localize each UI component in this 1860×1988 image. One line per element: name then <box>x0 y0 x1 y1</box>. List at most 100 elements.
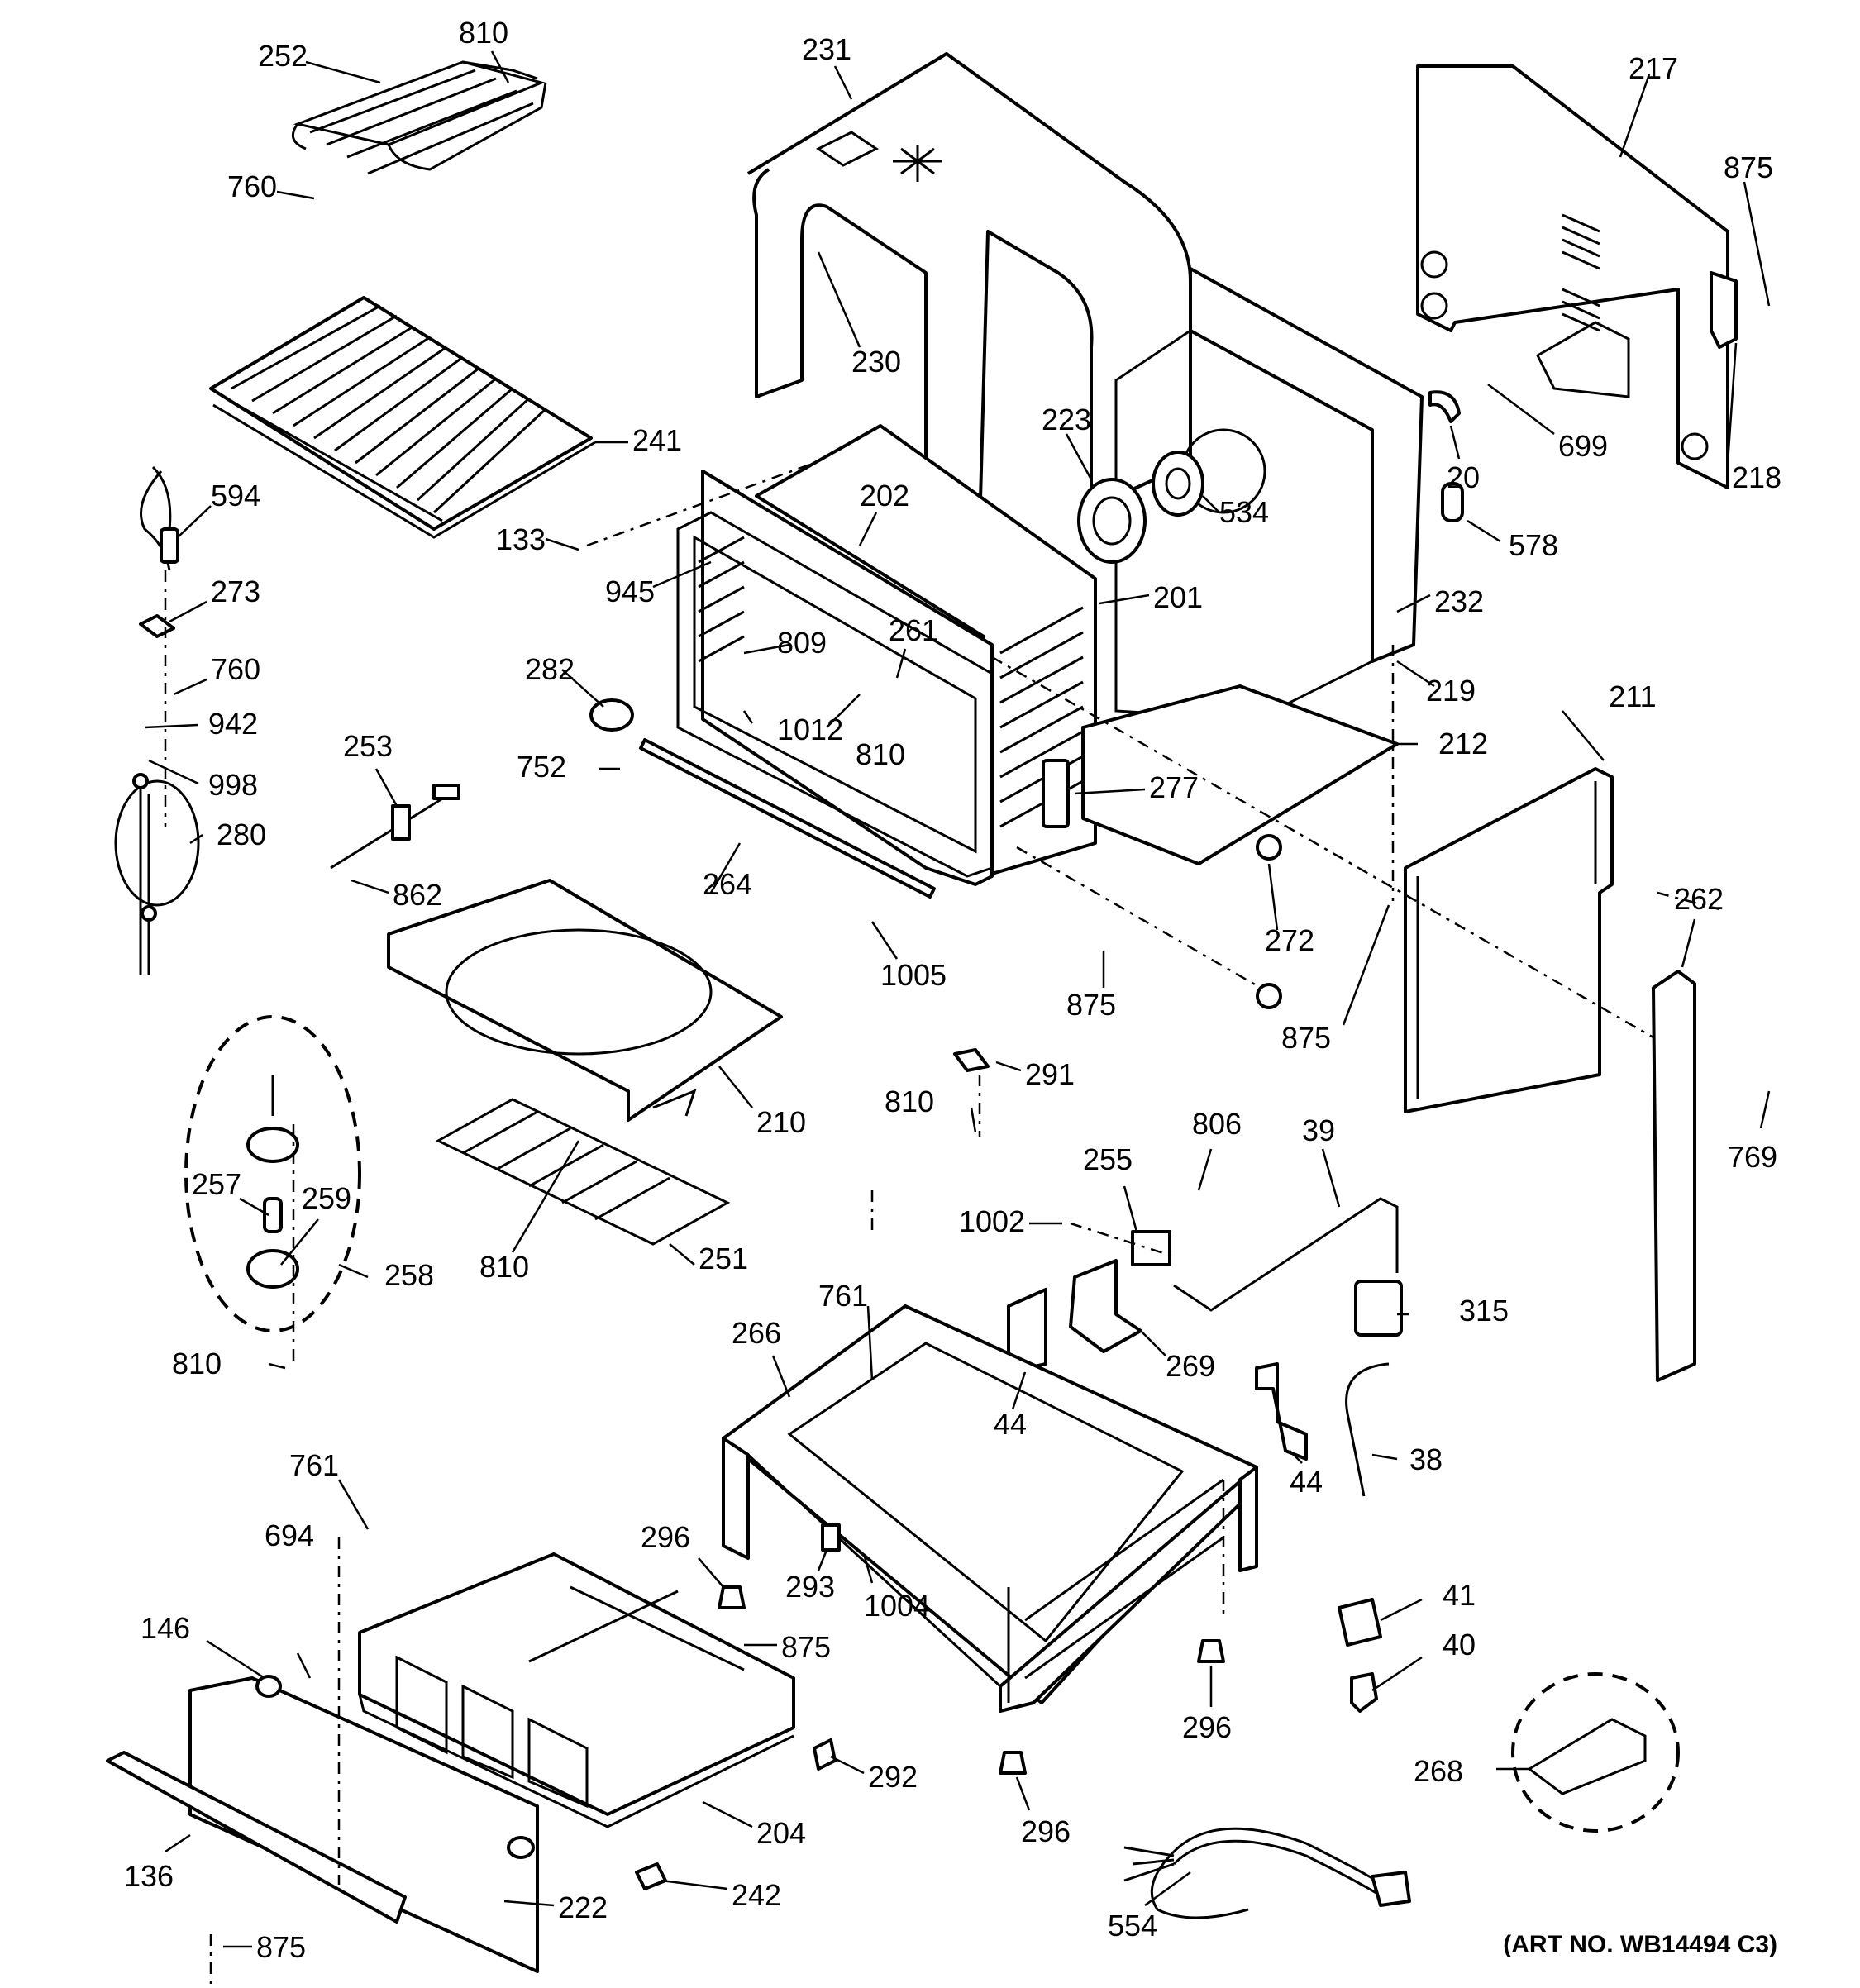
leveler-296a <box>718 1585 746 1609</box>
bracket-218 <box>1710 271 1738 349</box>
callout-label: 269 <box>1166 1349 1215 1383</box>
power-cord <box>1123 1827 1411 1919</box>
rear-panel <box>1416 64 1729 489</box>
leveler-296c <box>999 1751 1027 1775</box>
drawer-handle <box>106 1751 407 1924</box>
callout-label: 578 <box>1509 528 1558 562</box>
bracket-269 <box>1069 1259 1142 1353</box>
callout-label: 223 <box>1042 403 1091 436</box>
callout-label: 1012 <box>777 713 843 746</box>
callout-label: 875 <box>781 1630 831 1664</box>
leader-lines <box>144 50 1771 1948</box>
callout-label: 272 <box>1265 923 1314 957</box>
callout-label: 217 <box>1629 51 1678 85</box>
bracket-44a <box>1007 1288 1047 1374</box>
callout-label: 202 <box>860 479 909 512</box>
callout-label: 760 <box>227 169 277 203</box>
callout-label: 41 <box>1443 1578 1476 1612</box>
callout-label: 998 <box>208 768 258 802</box>
callout-label: 210 <box>756 1105 806 1139</box>
clip-292 <box>813 1738 837 1771</box>
callout-label: 261 <box>889 613 938 647</box>
callout-label: 218 <box>1732 460 1781 494</box>
oven-sensor-assembly <box>114 465 200 975</box>
alignment-line <box>1016 846 1261 989</box>
oven-rack <box>209 296 596 539</box>
hinge-277 <box>1042 759 1070 828</box>
callout-label: 761 <box>818 1279 868 1313</box>
callout-label: 253 <box>343 729 393 763</box>
knob-282 <box>589 698 634 732</box>
callout-label: 136 <box>124 1859 174 1893</box>
callout-label: 752 <box>517 750 566 784</box>
callout-label: 293 <box>785 1570 835 1604</box>
callout-label: 875 <box>1724 150 1773 184</box>
callout-label: 38 <box>1409 1442 1443 1476</box>
callout-label: 942 <box>208 707 258 741</box>
callout-label: 252 <box>258 39 308 73</box>
bracket-44b <box>1255 1362 1308 1461</box>
valve-41 <box>1338 1598 1382 1647</box>
callout-labels: 252 810 760 241 594 273 760 942 998 280 … <box>124 16 1781 1964</box>
clip-293 <box>821 1523 841 1552</box>
callout-label: 291 <box>1025 1057 1075 1091</box>
callout-label: 875 <box>256 1930 306 1964</box>
callout-label: 146 <box>141 1611 190 1645</box>
callout-label: 296 <box>641 1520 690 1554</box>
alignment-line <box>1070 1222 1175 1258</box>
callout-label: 20 <box>1447 460 1480 494</box>
convection-fan <box>1077 451 1204 564</box>
callout-label: 262 <box>1674 882 1724 916</box>
regulator-315 <box>1354 1280 1403 1337</box>
callout-label: 292 <box>868 1760 918 1794</box>
gas-tube-39 <box>1173 1197 1399 1312</box>
callout-label: 280 <box>217 818 266 851</box>
callout-label: 806 <box>1192 1107 1242 1141</box>
thermostat-assembly <box>246 1075 299 1364</box>
side-panel <box>1404 767 1614 1113</box>
callout-label: 810 <box>856 737 905 771</box>
art-number: (ART NO. WB14494 C3) <box>1503 1931 1777 1958</box>
gas-tube-38 <box>1345 1362 1390 1497</box>
callout-label: 1004 <box>864 1589 930 1623</box>
callout-label: 232 <box>1434 584 1484 618</box>
callout-label: 204 <box>756 1816 806 1850</box>
warming-drawer <box>358 1552 795 1828</box>
callout-label: 760 <box>211 652 260 686</box>
callout-label: 268 <box>1414 1754 1463 1788</box>
elbow-40 <box>1350 1672 1378 1713</box>
callout-label: 266 <box>732 1316 781 1350</box>
callout-label: 40 <box>1443 1628 1476 1661</box>
callout-label: 945 <box>605 574 655 608</box>
callout-label: 258 <box>384 1258 434 1292</box>
callout-label: 39 <box>1302 1113 1335 1147</box>
callout-label: 1005 <box>880 958 947 992</box>
oven-cavity <box>676 424 1097 886</box>
plug-578 <box>1441 482 1464 522</box>
callout-label: 257 <box>192 1167 241 1201</box>
callout-label: 810 <box>459 16 508 50</box>
side-strip <box>1652 970 1696 1382</box>
callout-label: 44 <box>1290 1465 1323 1499</box>
oven-bottom-cover <box>387 879 783 1122</box>
callout-label: 230 <box>851 345 901 379</box>
callout-label: 296 <box>1182 1710 1232 1744</box>
callout-label: 810 <box>172 1347 222 1380</box>
callout-label: 699 <box>1558 429 1608 463</box>
callout-label: 862 <box>393 878 442 912</box>
alignment-line <box>586 461 815 547</box>
leveler-296b <box>1197 1639 1225 1663</box>
thermostat-group-circle <box>184 1015 361 1332</box>
callout-label: 251 <box>699 1242 748 1275</box>
callout-label: 264 <box>703 867 752 901</box>
clip-242 <box>635 1862 667 1890</box>
lock-assembly-253 <box>330 784 460 870</box>
callout-label: 315 <box>1459 1294 1509 1328</box>
callout-label: 212 <box>1438 727 1488 760</box>
plug-272a <box>1256 834 1282 861</box>
bottom-panel <box>1081 684 1399 865</box>
callout-label: 277 <box>1149 770 1199 804</box>
callout-label: 694 <box>265 1518 314 1552</box>
